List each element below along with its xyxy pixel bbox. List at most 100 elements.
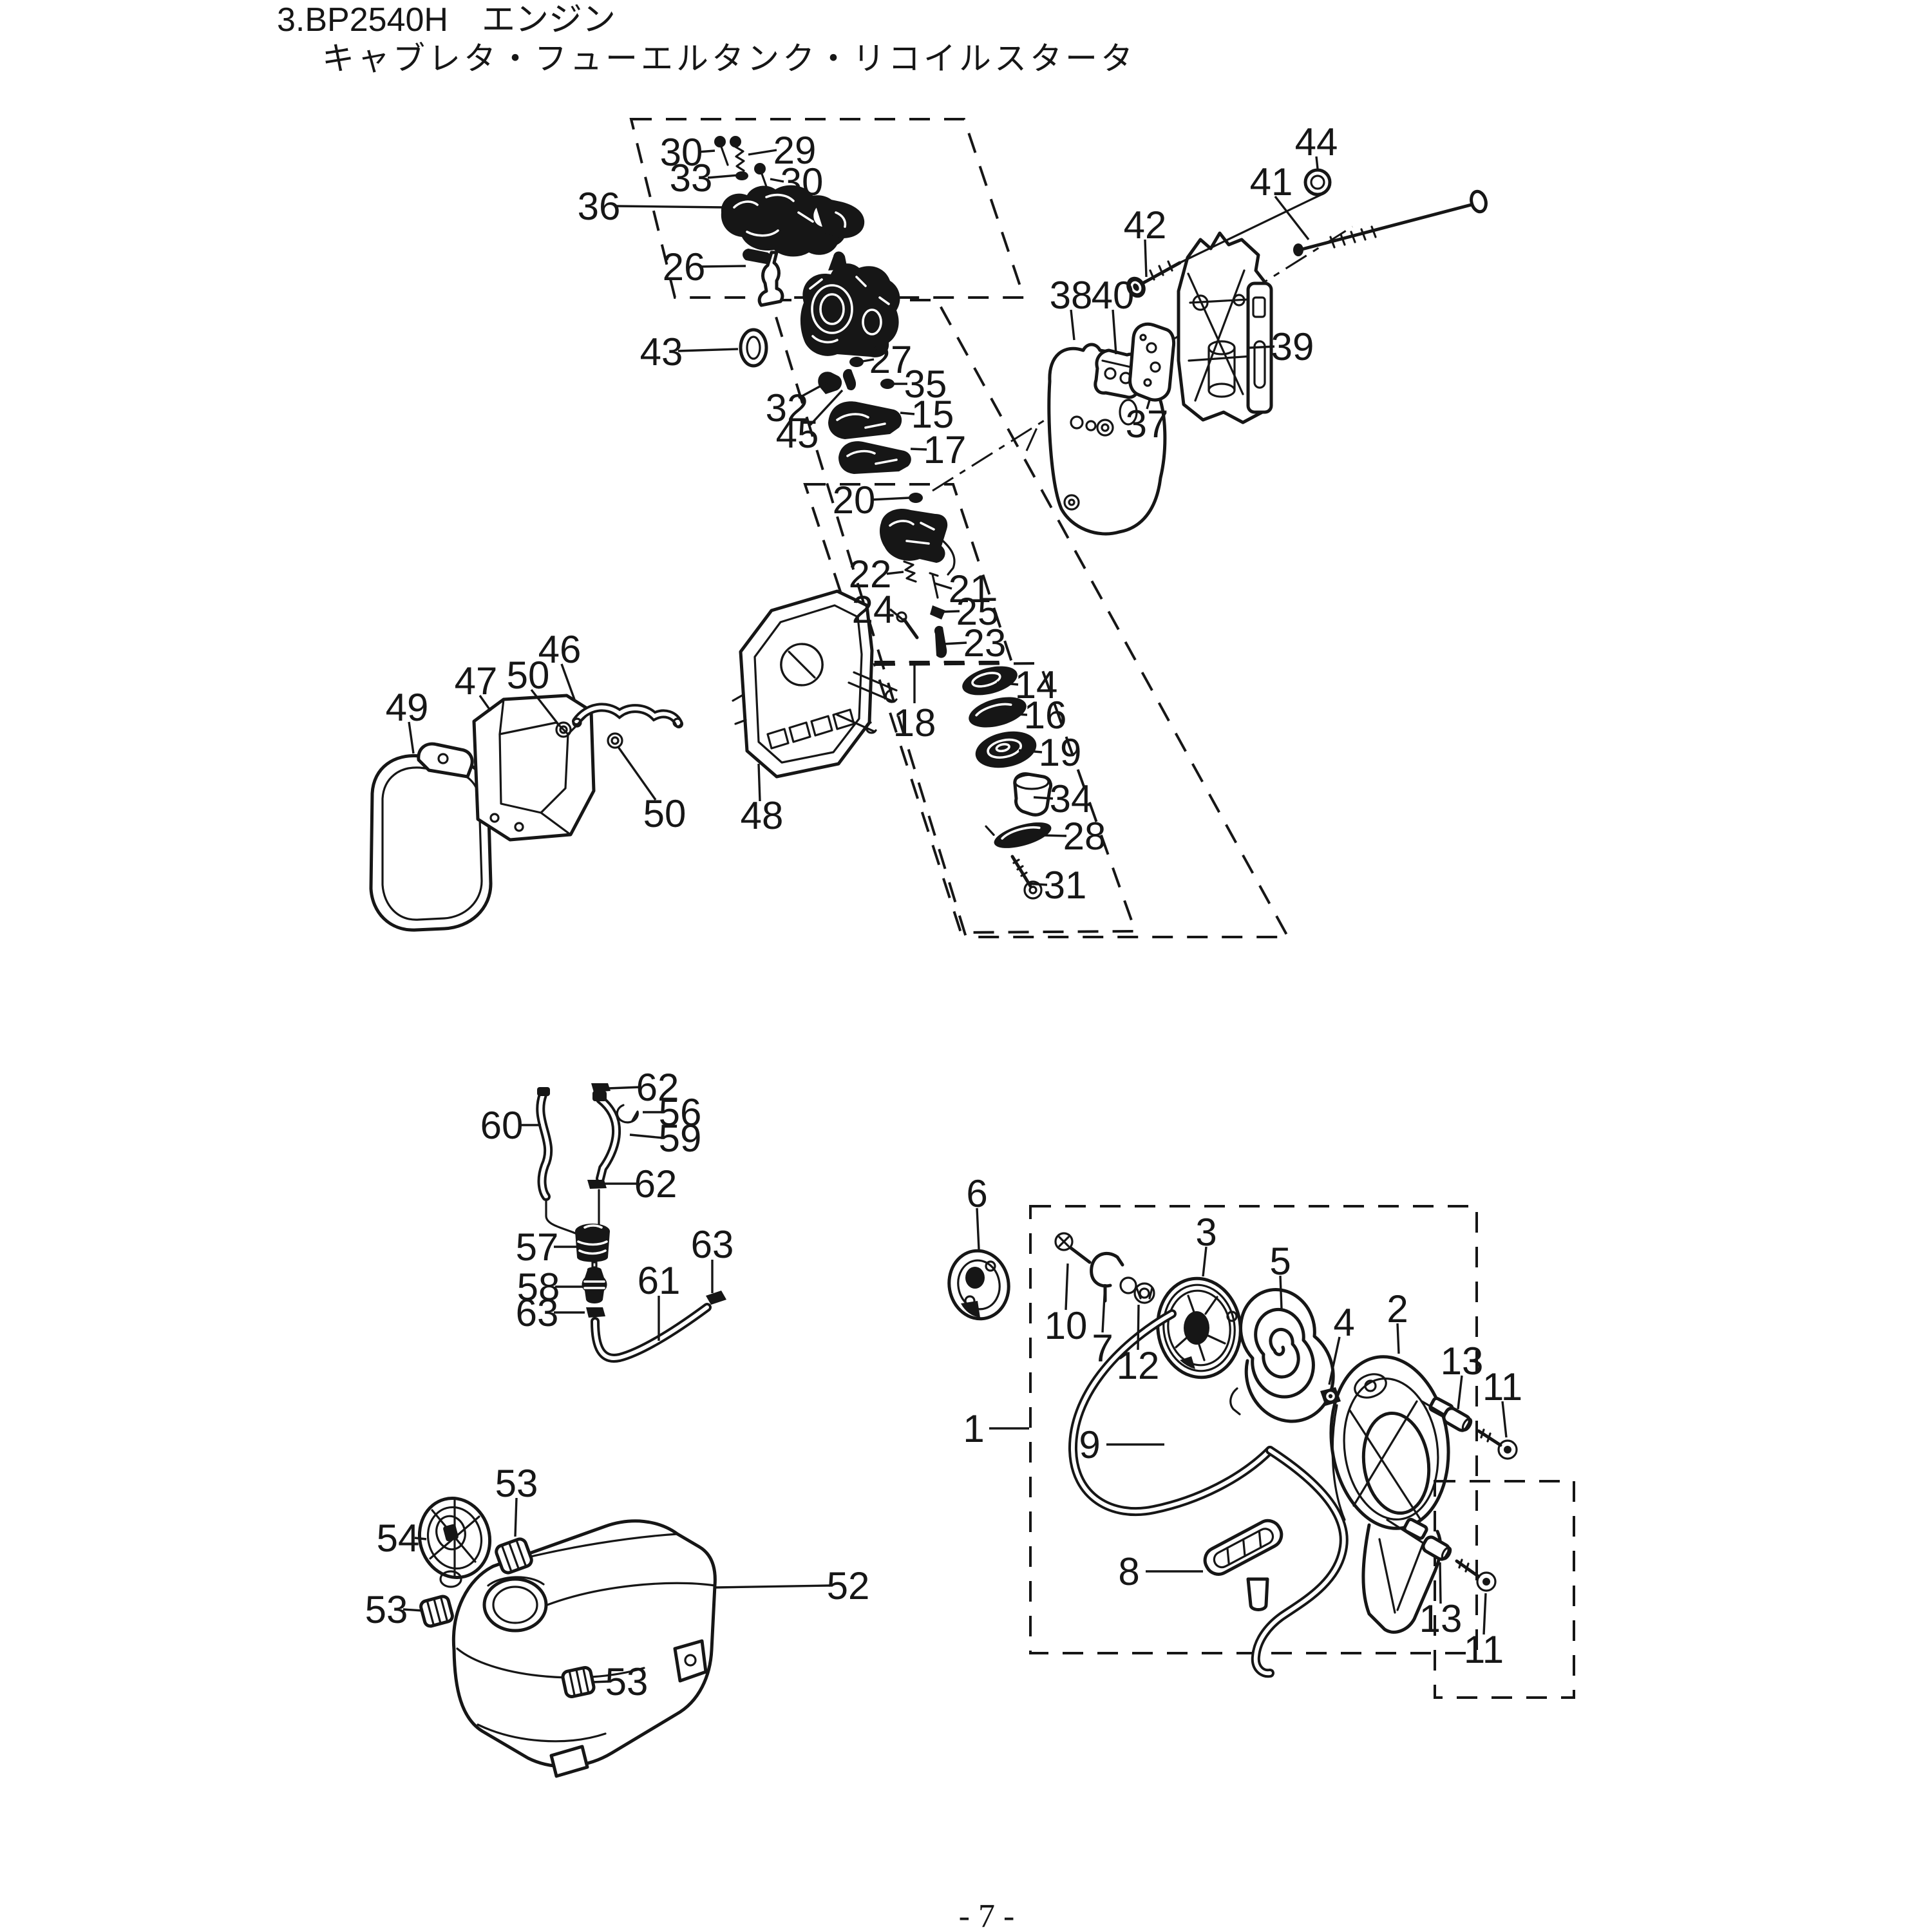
- page-number: - 7 -: [959, 1898, 1015, 1932]
- part-49-cover-inner: [381, 766, 483, 921]
- part-group-intake-right: [1047, 168, 1488, 536]
- callout-number-7: 7: [1092, 1327, 1113, 1370]
- part-11-screw-top-detail: [1497, 1439, 1518, 1460]
- callout-number-24: 24: [852, 588, 895, 631]
- callout-number-13: 13: [1441, 1340, 1484, 1383]
- callout-number-18: 18: [893, 701, 936, 744]
- part-49-cover: [369, 754, 493, 932]
- part-10-bolt-detail: [1069, 1246, 1092, 1264]
- part-30-screw-shaft: [720, 146, 729, 166]
- callout-number-52: 52: [827, 1564, 870, 1607]
- part-5-spiral-spring: [1226, 1288, 1335, 1423]
- part-48-fan-blades: [780, 643, 824, 687]
- part-56-clip: [616, 1104, 639, 1124]
- callout-number-11: 11: [1482, 1365, 1522, 1408]
- callout-leader-15: [900, 412, 915, 415]
- part-57-grommet-detail: [575, 1231, 610, 1262]
- part-group-fuel-lines: [536, 1083, 726, 1363]
- callout-number-50: 50: [507, 654, 550, 697]
- callout-leader-31: [1027, 882, 1048, 886]
- part-38-hole-e2: [1068, 498, 1075, 506]
- part-28-diaphragm-detail: [1001, 826, 1041, 840]
- part-33-piece: [735, 171, 748, 180]
- part-49-latch: [417, 742, 474, 779]
- callout-number-49: 49: [386, 686, 429, 729]
- part-17-pump-plate: [838, 441, 911, 474]
- part-12-nut-detail: [1139, 1287, 1150, 1299]
- part-39-braces: [1187, 269, 1262, 402]
- part-8-starter-handle-detail: [1203, 1519, 1283, 1576]
- part-32-plug: [818, 372, 842, 394]
- callout-number-45: 45: [776, 413, 819, 456]
- part-39-hole-b: [1233, 294, 1245, 307]
- screw-axis-top: [1421, 1400, 1445, 1416]
- part-42-bolt-detail: [1149, 260, 1173, 281]
- callout-number-53: 53: [365, 1588, 408, 1631]
- part-6-starter-pulley-detail: [985, 1260, 996, 1272]
- part-22-spring: [903, 560, 917, 583]
- callout-leader-41: [1274, 195, 1310, 241]
- callout-leader-21: [934, 582, 952, 590]
- part-36-throttle-arm: [813, 196, 865, 238]
- part-5-spiral-spring-detail: [1238, 1288, 1335, 1423]
- part-12-nut-detail: [1119, 1276, 1137, 1294]
- callout-number-40: 40: [1092, 274, 1135, 317]
- callout-leader-39: [1249, 345, 1275, 349]
- part-36-highlights: [733, 193, 847, 237]
- part-50-nut-a: [555, 721, 572, 738]
- callout-number-13: 13: [1419, 1597, 1463, 1640]
- callout-number-4: 4: [1333, 1301, 1354, 1344]
- callout-leader-2: [1396, 1323, 1400, 1354]
- part-10-bolt-detail: [1054, 1232, 1074, 1251]
- part-11-screw-top-detail: [1480, 1428, 1492, 1443]
- part-3-rope-pulley-detail: [1162, 1283, 1236, 1372]
- part-42-bolt: [1126, 193, 1323, 298]
- part-59-tip: [592, 1091, 607, 1101]
- part-37-hole-a: [1146, 342, 1157, 354]
- callout-leader-30: [697, 149, 715, 153]
- part-30-screw: [714, 136, 726, 147]
- callout-number-11: 11: [1464, 1628, 1504, 1671]
- part-8-starter-handle-detail-detail: [1226, 1530, 1262, 1566]
- part-44-oring-inner: [1310, 175, 1325, 190]
- part-39-hole-a: [1192, 294, 1209, 311]
- callout-leader-11: [1501, 1401, 1508, 1438]
- callout-number-27: 27: [869, 338, 913, 381]
- callout-leader-45: [809, 389, 844, 426]
- part-11-screw-bottom: [1455, 1558, 1497, 1592]
- part-48-left-stubs: [732, 694, 747, 725]
- part-metering-texture: [889, 520, 935, 545]
- callout-leader-52: [715, 1584, 831, 1589]
- part-11-screw-bottom-detail: [1482, 1578, 1490, 1586]
- part-9-starter-rope-detail: [1251, 1446, 1349, 1678]
- callout-leader-54: [414, 1537, 427, 1540]
- callout-leader-11: [1482, 1593, 1487, 1635]
- callout-number-3: 3: [1195, 1211, 1217, 1254]
- part-63-clamp-right: [706, 1291, 726, 1305]
- callout-number-1: 1: [963, 1407, 984, 1450]
- part-52-tank-bottom-seams: [456, 1647, 645, 1743]
- part-54-fuel-cap-detail: [426, 1506, 483, 1570]
- callout-number-43: 43: [640, 330, 683, 374]
- callout-number-9: 9: [1079, 1423, 1100, 1466]
- part-46-hole-a: [572, 717, 582, 728]
- part-6-starter-pulley: [947, 1249, 1010, 1321]
- callout-number-12: 12: [1117, 1344, 1160, 1387]
- callout-number-34: 34: [1050, 777, 1093, 820]
- callout-leader-28: [1041, 834, 1067, 837]
- part-31-screw-detail: [1028, 886, 1037, 895]
- part-40-hole-a: [1104, 367, 1117, 380]
- callout-leader-3: [1202, 1246, 1208, 1277]
- callout-leader-34: [1033, 796, 1054, 800]
- part-39-cylinder-sides: [1208, 346, 1236, 392]
- part-8-starter-handle-detail: [1246, 1577, 1269, 1611]
- part-52-vent-hole: [439, 1570, 462, 1588]
- callout-number-37: 37: [1126, 402, 1169, 446]
- part-48-bottom-slots: [766, 708, 855, 750]
- part-41-bolt-detail: [1293, 243, 1303, 256]
- callout-leader-46: [560, 663, 576, 700]
- part-11-screw-top-detail: [1504, 1446, 1511, 1454]
- callout-leader-20: [870, 497, 910, 501]
- part-group-diaphragm-stack: [962, 666, 1053, 900]
